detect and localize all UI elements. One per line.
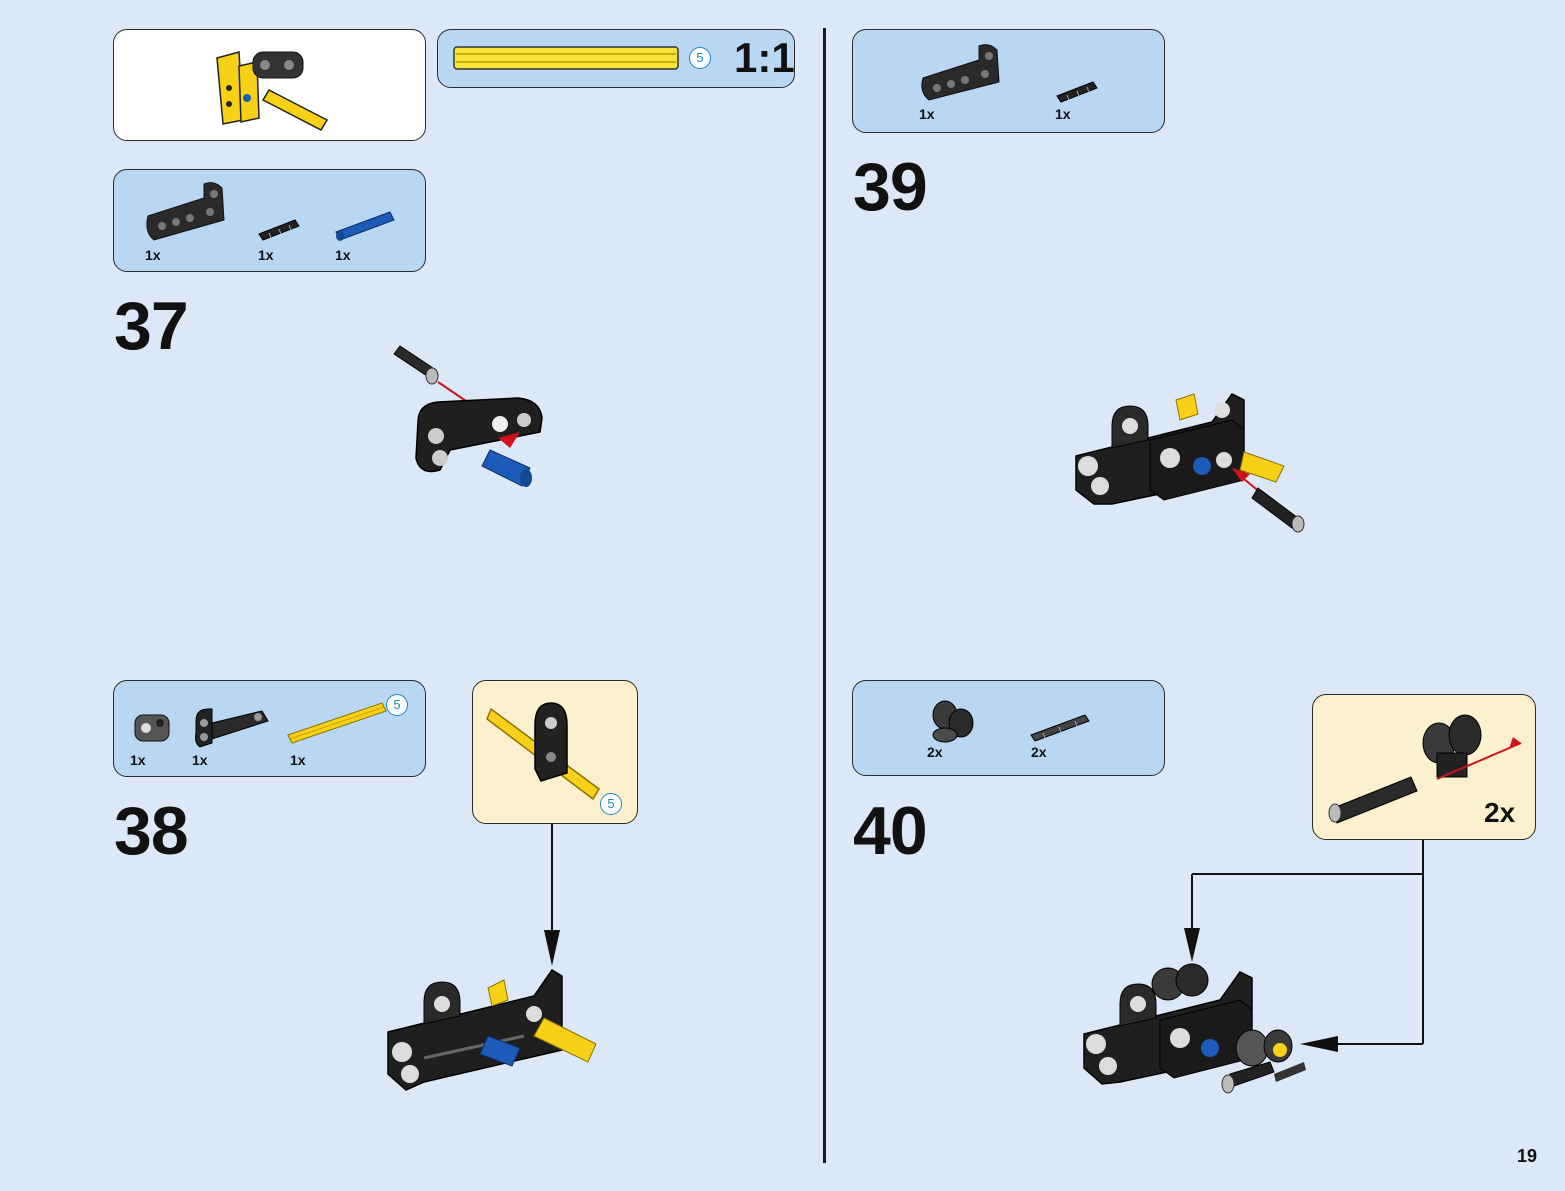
part-qty: 2x bbox=[927, 744, 943, 760]
length-badge: 5 bbox=[386, 694, 408, 716]
step-number: 37 bbox=[114, 292, 188, 360]
step-number: 40 bbox=[853, 797, 927, 865]
ruler-box: 5 1:1 bbox=[437, 29, 795, 88]
parts-list-step-39: 1x 1x bbox=[852, 29, 1165, 133]
beam-icon bbox=[192, 703, 272, 751]
page-number: 19 bbox=[1517, 1146, 1537, 1167]
axle-length-icon bbox=[452, 44, 682, 74]
part-qty: 1x bbox=[145, 247, 161, 263]
parts-list-step-40: 2x 2x bbox=[852, 680, 1165, 776]
sub-assembly-box-40: 2x bbox=[1312, 694, 1536, 840]
step-37-assembly bbox=[390, 340, 550, 490]
beam-icon bbox=[142, 180, 232, 240]
beam-icon bbox=[917, 42, 1007, 100]
step-39-assembly bbox=[1072, 386, 1312, 538]
part-qty: 1x bbox=[1055, 106, 1071, 122]
part-qty: 1x bbox=[290, 752, 306, 768]
part-qty: 1x bbox=[192, 752, 208, 768]
axle-icon bbox=[286, 699, 388, 747]
parts-list-step-37: 1x 1x 1x bbox=[113, 169, 426, 272]
sub-assembly-box-38: 5 bbox=[472, 680, 638, 824]
pin-icon bbox=[1055, 78, 1099, 104]
sub-assembly-icon bbox=[487, 695, 607, 805]
part-qty: 1x bbox=[130, 752, 146, 768]
step-number: 38 bbox=[114, 797, 188, 865]
length-badge: 5 bbox=[600, 793, 622, 815]
part-qty: 1x bbox=[335, 247, 351, 263]
page-divider bbox=[823, 28, 826, 1163]
down-arrow-icon bbox=[540, 824, 564, 969]
part-qty: 1x bbox=[258, 247, 274, 263]
parts-list-step-38: 5 1x 1x 1x bbox=[113, 680, 426, 777]
part-qty: 1x bbox=[919, 106, 935, 122]
multiplier-label: 2x bbox=[1484, 797, 1515, 829]
length-badge: 5 bbox=[689, 47, 711, 69]
part-qty: 2x bbox=[1031, 744, 1047, 760]
step-number: 39 bbox=[853, 153, 927, 221]
axle-pin-icon bbox=[332, 208, 398, 242]
model-preview-box bbox=[113, 29, 426, 141]
scale-label: 1:1 bbox=[734, 34, 795, 82]
pin-icon bbox=[257, 216, 301, 242]
pin-icon bbox=[1029, 711, 1091, 745]
connector-icon bbox=[132, 709, 174, 745]
double-connector-icon bbox=[927, 695, 979, 745]
step-38-assembly bbox=[384, 966, 600, 1094]
model-preview-icon bbox=[209, 38, 339, 134]
step-40-assembly bbox=[1080, 962, 1310, 1104]
